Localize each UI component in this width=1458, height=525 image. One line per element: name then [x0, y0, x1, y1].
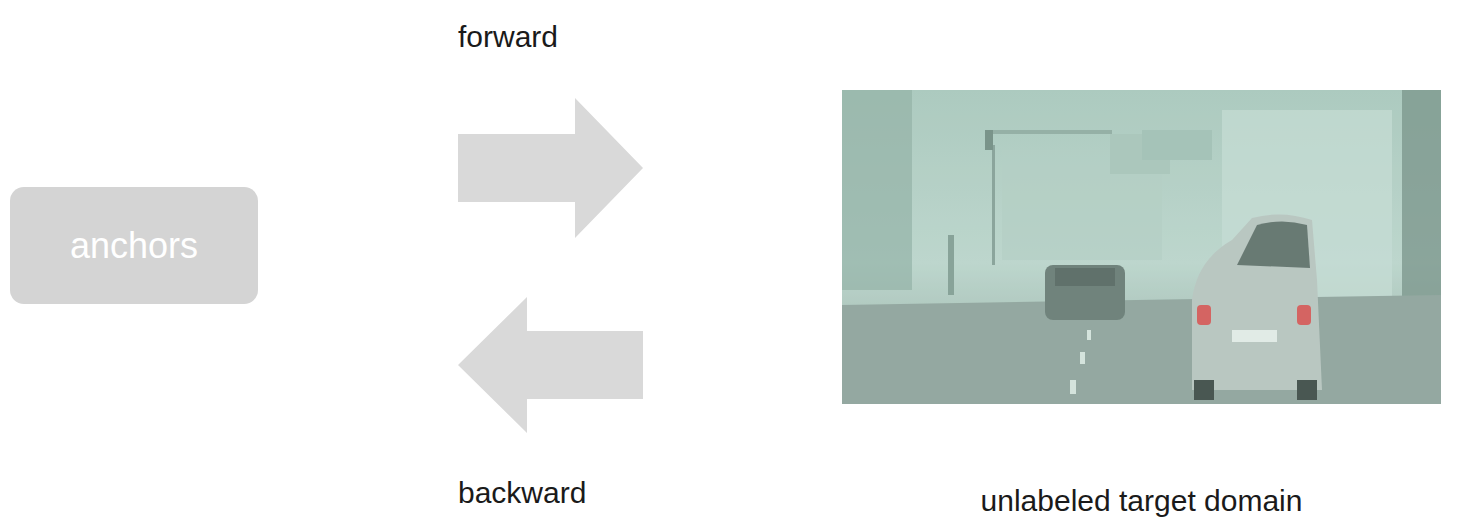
- image-panel: unlabeled target domain: [842, 90, 1441, 404]
- rounded-box: anchors: [10, 187, 258, 304]
- block-arrow: [458, 98, 643, 238]
- block-arrow: [458, 297, 643, 433]
- fog-street-photo: [842, 90, 1441, 404]
- edge-label: forward: [458, 20, 558, 54]
- image-caption: unlabeled target domain: [842, 484, 1441, 518]
- edge-label: backward: [458, 476, 586, 510]
- box-label: anchors: [70, 225, 198, 267]
